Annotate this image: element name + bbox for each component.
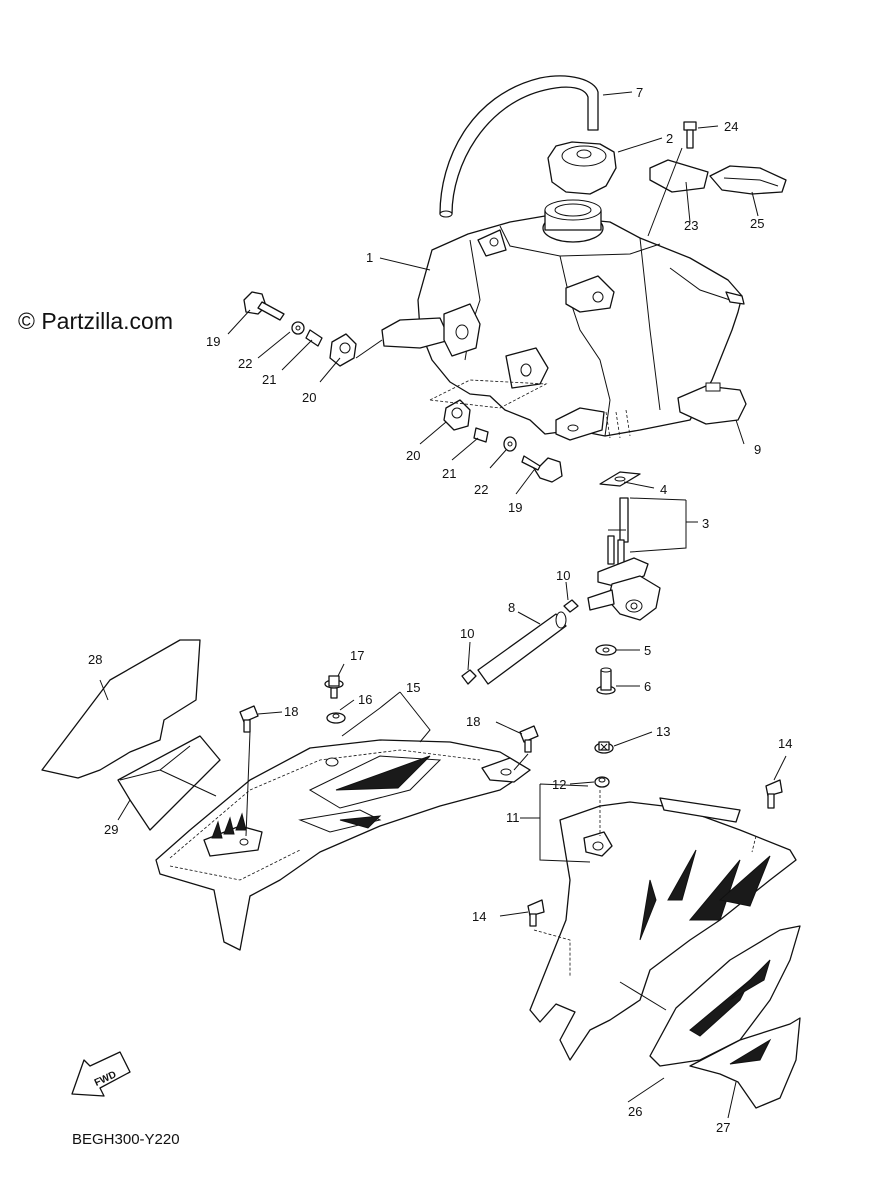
callout-14a: 14 [778,736,792,751]
left-side-graphic-part[interactable] [41,639,221,831]
screw-6-part[interactable] [596,667,616,695]
callout-5: 5 [644,643,651,658]
bolt-13-part[interactable] [594,741,614,754]
fuel-hose-part[interactable] [477,611,567,685]
collar-16-part[interactable] [326,712,346,724]
callout-21b: 21 [442,466,456,481]
callout-10b: 10 [460,626,474,641]
callout-22a: 22 [238,356,252,371]
callout-24: 24 [724,119,738,134]
callout-17: 17 [350,648,364,663]
callout-6: 6 [644,679,651,694]
callout-8: 8 [508,600,515,615]
callout-29: 29 [104,822,118,837]
callout-16: 16 [358,692,372,707]
bolt-18-part[interactable] [239,705,539,753]
fuel-cock-part[interactable] [587,497,661,621]
callout-12: 12 [552,777,566,792]
bracket-23-part[interactable] [649,159,709,193]
lower-graphic-27-part[interactable] [689,1017,801,1109]
callout-2: 2 [666,131,673,146]
callout-numbers: 7 2 24 23 25 1 19 22 21 20 9 20 21 22 19… [88,85,792,1135]
partzilla-watermark: © Partzilla.com [18,308,173,334]
washer-5-part[interactable] [595,644,617,656]
callout-27: 27 [716,1120,730,1135]
callout-1: 1 [366,250,373,265]
diagram-code: BEGH300-Y220 [72,1131,180,1148]
clip-25-part[interactable] [709,165,787,195]
gasket-4-part[interactable] [599,471,641,487]
bolt-17-part[interactable] [324,675,344,699]
callout-4: 4 [660,482,667,497]
right-side-cover-part[interactable] [529,797,797,1061]
callout-11: 11 [506,810,520,825]
callout-15: 15 [406,680,420,695]
callout-21a: 21 [262,372,276,387]
callout-14b: 14 [472,909,486,924]
lower-mount-hardware[interactable] [428,379,563,483]
fuel-tank-part[interactable] [381,199,745,441]
callout-18a: 18 [284,704,298,719]
left-side-cover-part[interactable] [155,739,531,951]
callout-28: 28 [88,652,102,667]
callout-3: 3 [702,516,709,531]
upper-mount-hardware[interactable] [243,291,357,367]
callout-13: 13 [656,724,670,739]
fuel-cap-part[interactable] [547,141,617,195]
leader-lines [99,91,787,1119]
breather-hose-part[interactable] [439,75,599,218]
callout-9: 9 [754,442,761,457]
callout-26: 26 [628,1104,642,1119]
callout-18b: 18 [466,714,480,729]
callout-22b: 22 [474,482,488,497]
callout-25: 25 [750,216,764,231]
callout-23: 23 [684,218,698,233]
damper-9-part[interactable] [677,382,747,425]
callout-7: 7 [636,85,643,100]
callout-19b: 19 [508,500,522,515]
callout-20b: 20 [406,448,420,463]
collar-12-part[interactable] [594,776,610,788]
right-side-graphic-26-part[interactable] [649,925,801,1067]
callout-20a: 20 [302,390,316,405]
fwd-arrow-icon: FWD [71,1051,131,1097]
callout-10a: 10 [556,568,570,583]
callout-19a: 19 [206,334,220,349]
bolt-14-part[interactable] [527,779,783,927]
hose-clip-10-part[interactable] [461,599,579,685]
bolt-24-part[interactable] [683,121,697,149]
